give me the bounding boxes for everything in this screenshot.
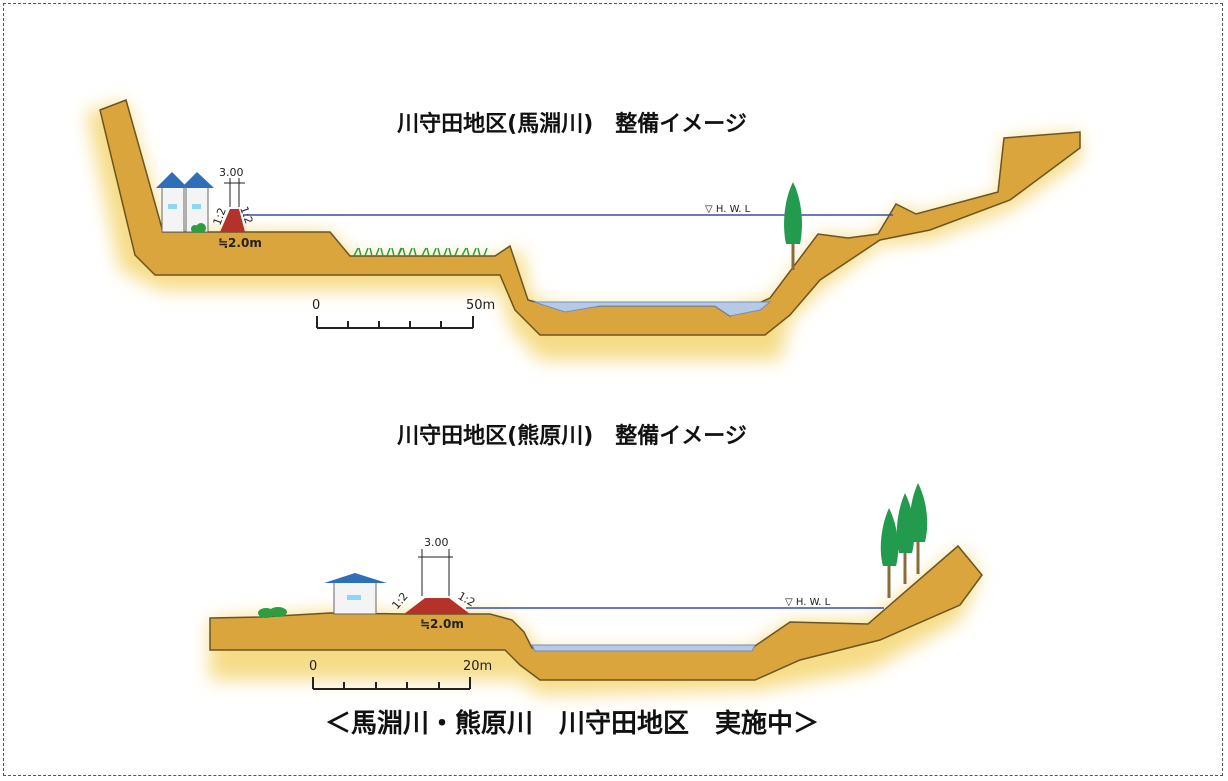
top-tree bbox=[784, 182, 802, 270]
top-dike-height: ≒2.0m bbox=[218, 236, 262, 250]
bottom-section-title: 川守田地区(熊原川) 整備イメージ bbox=[397, 424, 747, 449]
bottom-scale-end: 20m bbox=[463, 659, 492, 674]
top-scale-start: 0 bbox=[312, 298, 320, 313]
top-grass bbox=[353, 247, 488, 257]
top-section-title: 川守田地区(馬淵川) 整備イメージ bbox=[397, 112, 747, 137]
bottom-scale-bar bbox=[312, 677, 471, 690]
top-ground bbox=[99, 99, 1081, 336]
bottom-scale-start: 0 bbox=[309, 659, 317, 674]
top-scale-bar bbox=[316, 316, 474, 329]
top-bush bbox=[191, 223, 206, 233]
top-slope-left: 1:2 bbox=[211, 206, 229, 227]
bottom-dike bbox=[404, 598, 470, 614]
top-dike-width: 3.00 bbox=[219, 166, 244, 179]
top-scale-end: 50m bbox=[466, 298, 495, 313]
top-hwl-label: ▽ H. W. L bbox=[705, 204, 751, 215]
bottom-cross-section: ▽ H. W. L 3.00 1:2 1:2 ≒2.0m bbox=[209, 483, 983, 695]
bottom-bush bbox=[258, 607, 287, 618]
top-houses bbox=[156, 172, 214, 233]
bottom-dike-width: 3.00 bbox=[424, 536, 449, 549]
bottom-house bbox=[324, 573, 387, 615]
bottom-hwl-label: ▽ H. W. L bbox=[785, 597, 831, 608]
bottom-water bbox=[531, 644, 756, 652]
top-slope-right: 1:2 bbox=[237, 205, 255, 226]
diagram-frame bbox=[3, 3, 1223, 776]
bottom-trees bbox=[880, 483, 928, 598]
top-dike bbox=[220, 209, 245, 232]
bottom-slope-left: 1:2 bbox=[389, 590, 410, 612]
top-water bbox=[533, 301, 772, 317]
status-caption: ＜馬淵川・熊原川 川守田地区 実施中＞ bbox=[324, 709, 819, 739]
bottom-dike-height: ≒2.0m bbox=[420, 617, 464, 631]
top-cross-section: ▽ H. W. L 3.00 1:2 1:2 ≒2.0m bbox=[86, 99, 1081, 360]
